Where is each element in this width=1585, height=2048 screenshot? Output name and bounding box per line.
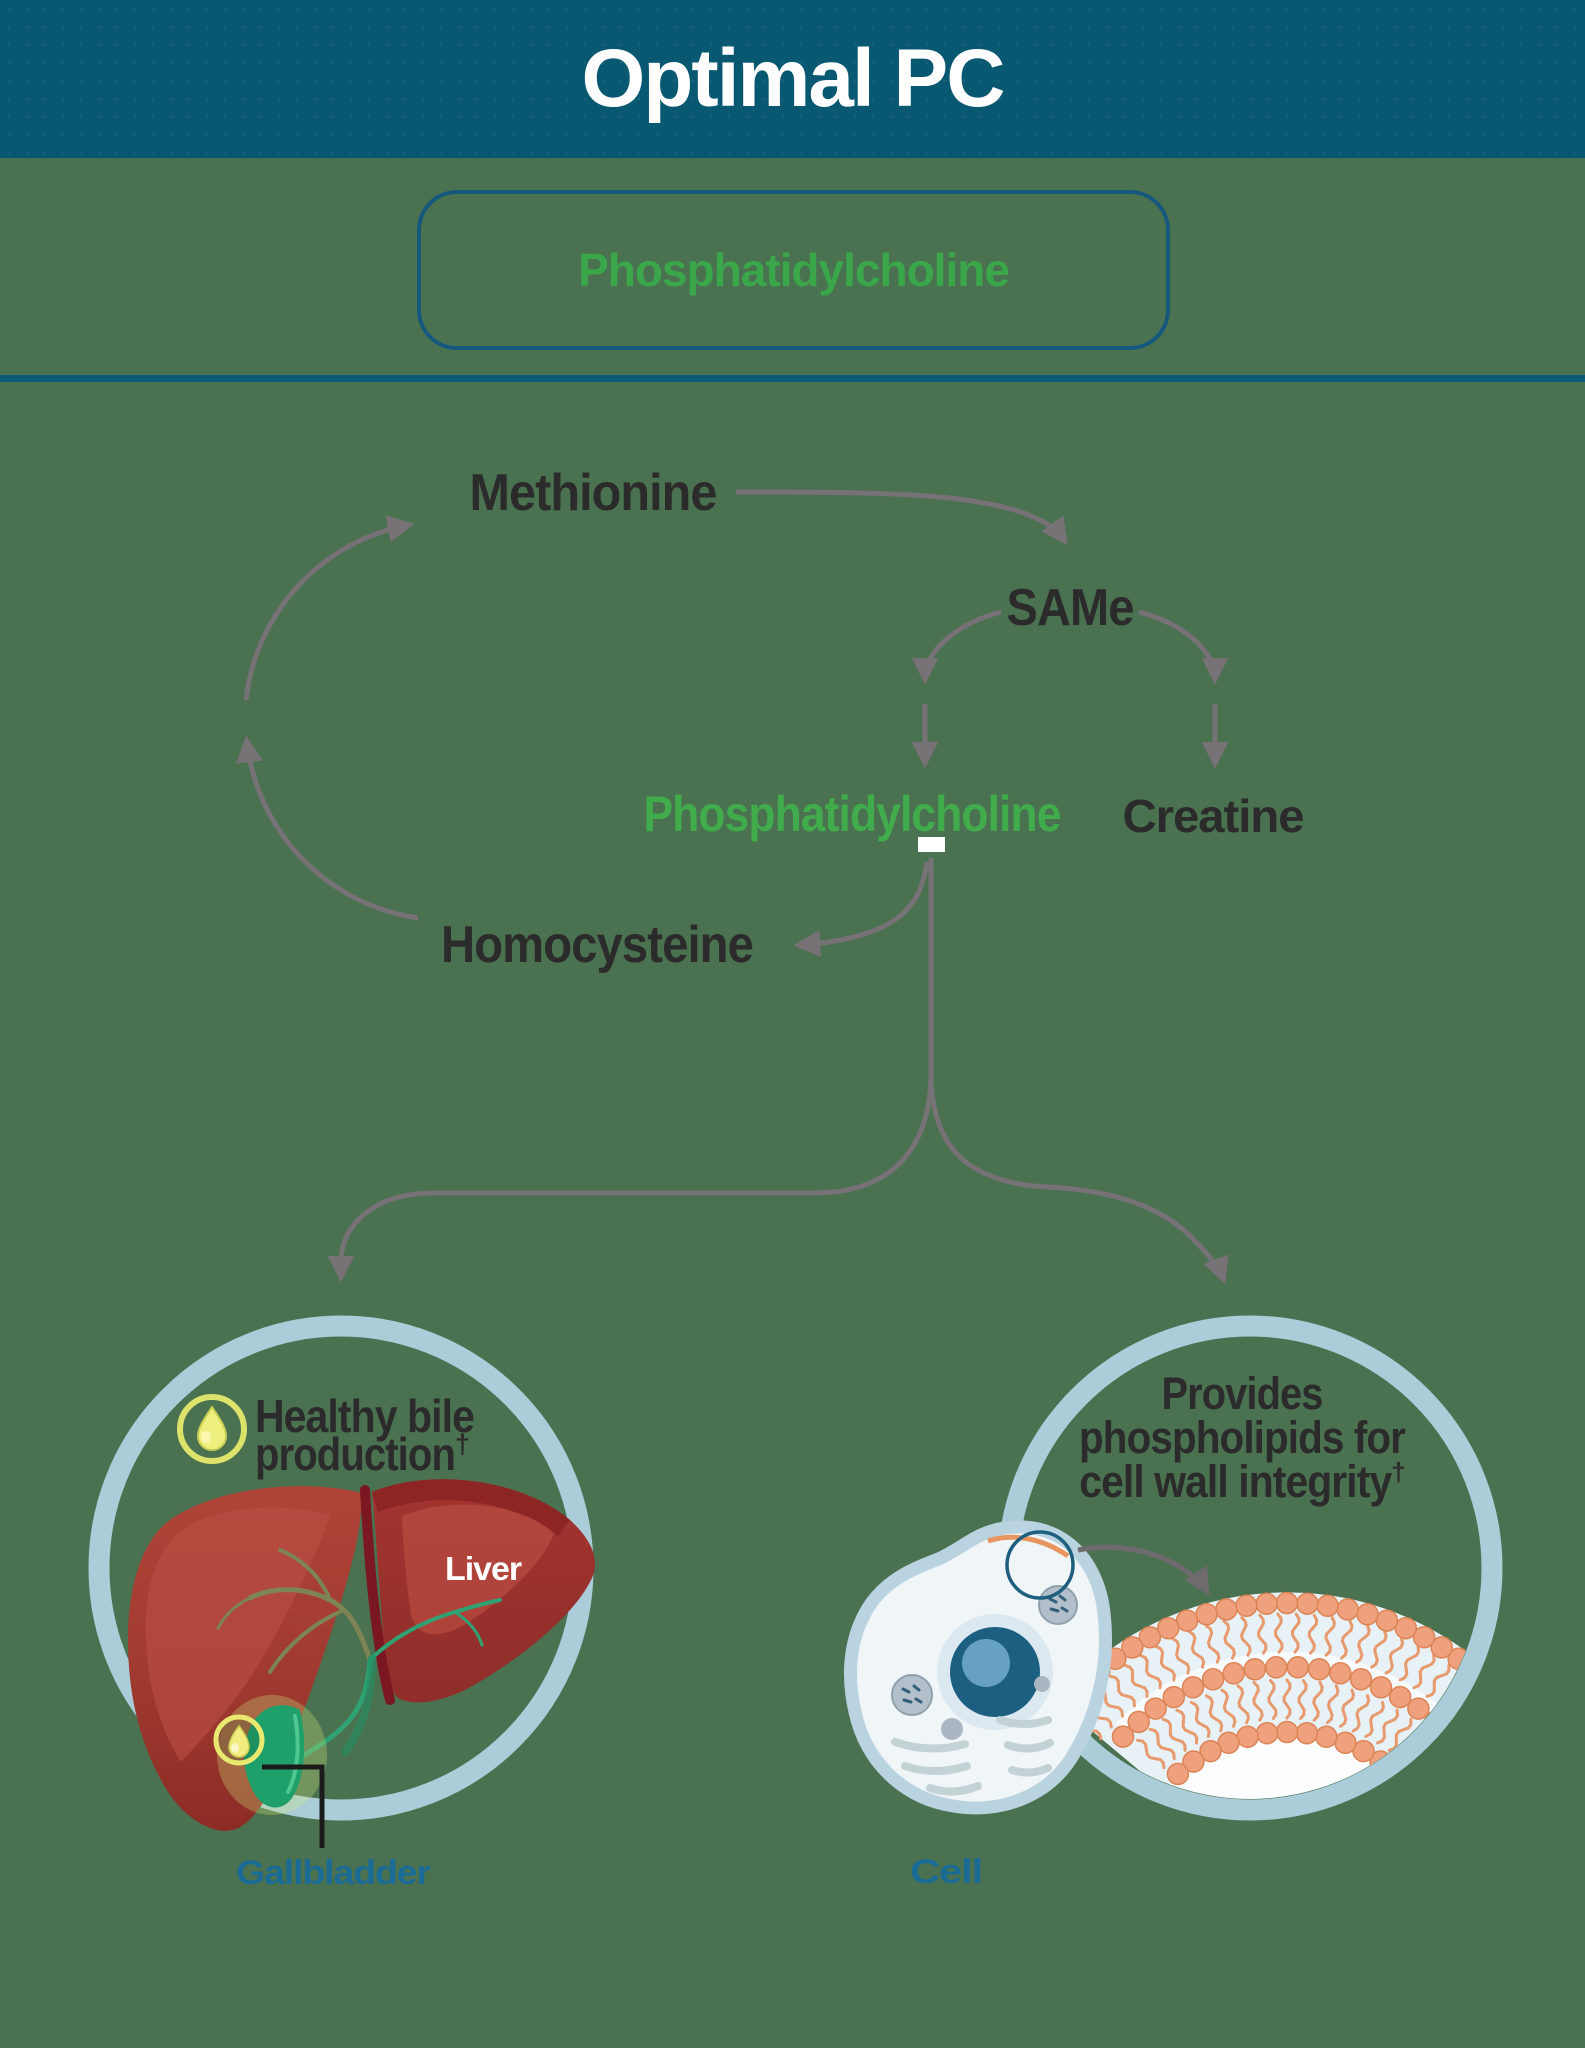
branch-left-to-liver-circle	[327, 1077, 934, 1283]
bile-heading-dagger: †	[455, 1429, 469, 1459]
cell-heading-line2: phospholipids for	[1079, 1412, 1405, 1463]
phosphatidylcholine-box: Phosphatidylcholine	[417, 190, 1170, 350]
cycle-arrows	[235, 489, 1229, 1285]
liver-vessels	[216, 1548, 502, 1763]
cell-label: Cell	[910, 1853, 982, 1891]
nucleolus	[962, 1639, 1010, 1687]
pc-anchor-square	[918, 837, 945, 852]
arrow-same-to-pc-curve	[911, 609, 1002, 685]
cell-heading-line3: cell wall integrity†	[1079, 1456, 1404, 1507]
bile-production-circle: Healthy bile production†	[88, 1315, 596, 1892]
branch-right-to-cell-circle	[928, 1077, 1229, 1285]
cell-integrity-circle: Provides phospholipids for cell wall int…	[844, 1315, 1503, 1891]
cell-illustration	[844, 1520, 1113, 1815]
homocysteine-label: Homocysteine	[441, 916, 753, 974]
liver-illustration	[128, 1479, 596, 1831]
same-label: SAMe	[1007, 579, 1134, 637]
phosphatidylcholine-box-label: Phosphatidylcholine	[578, 244, 1010, 296]
phospholipid-bilayer	[1045, 1591, 1481, 1799]
liver-label: Liver	[445, 1550, 522, 1587]
arrow-arc-to-methionine	[243, 515, 415, 701]
methionine-label: Methionine	[470, 464, 717, 522]
arrow-same-to-creatine-curve	[1138, 609, 1229, 685]
cell-heading-line1: Provides	[1162, 1368, 1323, 1419]
arrow-methionine-to-same	[735, 489, 1068, 546]
bile-heading-line1: Healthy bile	[255, 1390, 474, 1442]
arrow-homocysteine-up-arc	[235, 735, 419, 921]
cell-heading-dagger: †	[1391, 1457, 1404, 1487]
arrow-pc-to-homocysteine	[793, 861, 930, 958]
title-banner: Optimal PC	[0, 0, 1585, 158]
membrane-magnifier-icon	[1005, 1530, 1075, 1600]
magnifier-to-bilayer-arrow	[1077, 1544, 1210, 1596]
gallbladder-droplet-icon	[213, 1714, 265, 1766]
creatine-label: Creatine	[1123, 790, 1304, 842]
liver-lobe-crevice	[360, 1485, 395, 1705]
section-divider	[0, 375, 1585, 382]
membrane-highlight-arc	[987, 1534, 1070, 1559]
gallbladder-callout-line	[262, 1764, 325, 1848]
page-title: Optimal PC	[581, 33, 1006, 124]
bile-heading-line2: production†	[255, 1428, 469, 1480]
bile-droplet-icon	[177, 1394, 247, 1464]
gallbladder-label: Gallbladder	[236, 1854, 431, 1892]
phosphatidylcholine-label: Phosphatidylcholine	[644, 786, 1061, 842]
endoplasmic-reticulum	[891, 1716, 1054, 1796]
methylation-cycle: Methionine SAMe Phosphatidylcholine Crea…	[235, 464, 1305, 1285]
